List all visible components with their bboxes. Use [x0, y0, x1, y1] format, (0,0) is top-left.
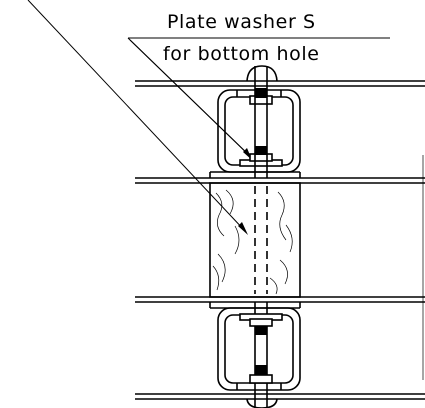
callout-text-line1: Plate washer S — [167, 11, 316, 33]
hidden-bolt-lines — [254, 186, 268, 294]
top-channel-nuts — [239, 88, 283, 167]
bolt-shank — [254, 66, 268, 408]
horizontal-rails — [135, 80, 425, 400]
leader-line — [27, 0, 248, 235]
callout-text-line2: for bottom hole — [163, 43, 320, 65]
callout-leader — [127, 37, 390, 161]
top-bolt-head — [246, 65, 278, 82]
bottom-bolt-head — [246, 398, 278, 408]
bottom-channel-nuts — [239, 313, 283, 384]
wood-block — [209, 182, 301, 298]
